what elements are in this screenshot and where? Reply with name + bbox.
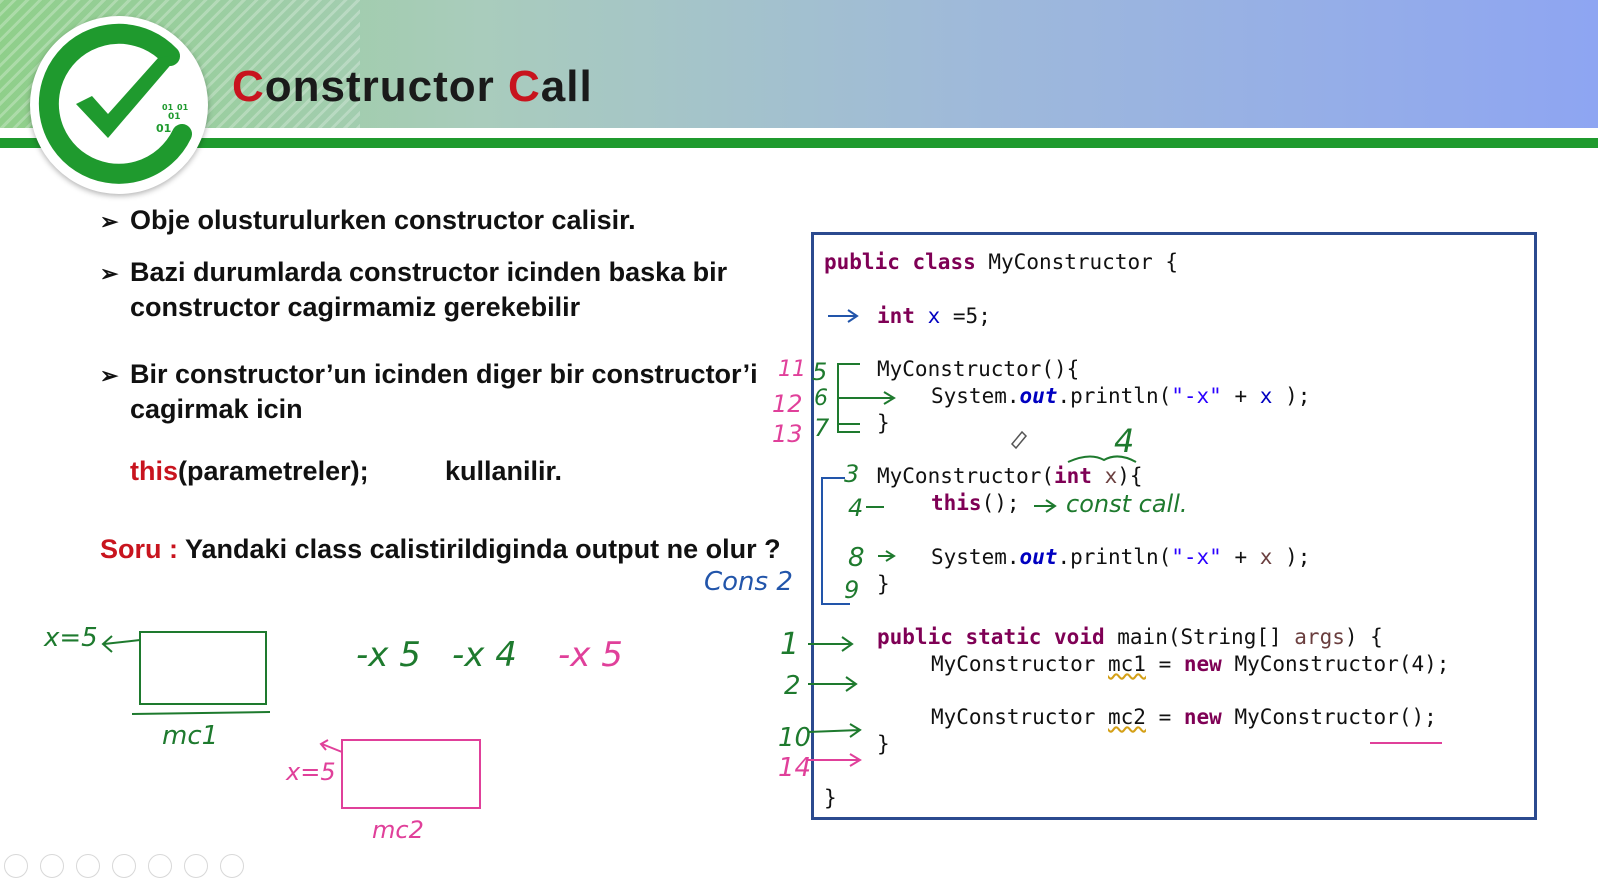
- question-text: Yandaki class calistirildiginda output n…: [185, 534, 781, 564]
- checkmark-logo-icon: 01 01 01 01: [30, 16, 208, 194]
- arrow-icon: [807, 723, 862, 738]
- bullet-text-continued: cagirmak icin: [130, 394, 303, 424]
- step-number: 5: [812, 358, 827, 386]
- code-line-9: }: [877, 572, 890, 596]
- code-line-5: }: [877, 411, 890, 435]
- annotation-cons2: Cons 2: [704, 567, 793, 597]
- svg-text:01: 01: [168, 112, 181, 122]
- code-line-12: MyConstructor mc2 = new MyConstructor();: [931, 705, 1437, 729]
- question: Soru : Yandaki class calistirildiginda o…: [100, 534, 781, 565]
- title-initial-1: C: [232, 62, 265, 111]
- header-divider-green: [0, 138, 1598, 148]
- bullet-item: ➢ Bir constructor’un icinden diger bir co…: [100, 356, 758, 424]
- bullet-text: Bir constructor’un icinden diger bir con…: [130, 359, 758, 389]
- question-label: Soru :: [100, 534, 186, 564]
- bracket-icon: [821, 477, 850, 605]
- arrow-icon: [878, 550, 896, 562]
- arrow-icon: [319, 739, 343, 753]
- step-number: 6: [814, 386, 828, 411]
- subtitles-icon[interactable]: [184, 854, 208, 878]
- annotation-mc1: mc1: [162, 721, 218, 751]
- code-line-14: }: [824, 786, 837, 810]
- code-line-1: public class MyConstructor {: [824, 250, 1179, 274]
- pen-cursor-icon: [1010, 430, 1028, 450]
- more-icon[interactable]: [220, 854, 244, 878]
- code-line-4: System.out.println("-x" + x );: [931, 384, 1311, 408]
- this-suffix: kullanilir.: [445, 456, 563, 486]
- svg-text:01: 01: [177, 103, 189, 112]
- bullet-arrow-icon: ➢: [100, 209, 119, 234]
- step-number: 8: [848, 543, 865, 573]
- arrow-icon: [808, 676, 858, 692]
- code-line-6: MyConstructor(int x){: [877, 464, 1143, 488]
- object-box-mc1: [139, 631, 267, 705]
- annotation-x5: x=5: [285, 758, 336, 786]
- code-line-3: MyConstructor(){: [877, 357, 1080, 381]
- annotation-x5: x=5: [43, 623, 98, 653]
- step-number: 12: [772, 390, 803, 418]
- brace-icon: [1067, 455, 1137, 463]
- arrow-icon: [808, 753, 862, 767]
- presentation-toolbar: [0, 850, 270, 883]
- code-block: public class MyConstructor { int x =5; M…: [814, 235, 1449, 810]
- code-line-7: this();: [931, 491, 1020, 515]
- code-line-2: int x =5;: [877, 304, 991, 328]
- svg-text:01: 01: [156, 122, 171, 135]
- arrow-icon: [828, 309, 859, 323]
- code-panel: public class MyConstructor { int x =5; M…: [811, 232, 1537, 820]
- annotation-mc2: mc2: [372, 816, 424, 844]
- step-number: 3: [844, 460, 859, 488]
- arrow-icon: [101, 635, 141, 653]
- bracket-icon: [837, 363, 896, 433]
- bullet-item: ➢ Bazi durumlarda constructor icinden bas…: [100, 254, 728, 322]
- this-args: (parametreler);: [178, 456, 369, 486]
- pen-icon[interactable]: [76, 854, 100, 878]
- play-icon[interactable]: [40, 854, 64, 878]
- step-number: 4: [848, 494, 863, 522]
- step-number: 13: [772, 420, 803, 448]
- code-line-13: }: [877, 732, 890, 756]
- title-part-2: all: [540, 62, 593, 111]
- step-number: 1: [780, 627, 799, 662]
- bullet-text-continued: constructor cagirmamiz gerekebilir: [130, 292, 581, 322]
- header-divider-white: [0, 128, 1598, 138]
- arrow-icon: [1034, 499, 1057, 513]
- code-line-8: System.out.println("-x" + x );: [931, 545, 1311, 569]
- object-box-mc2: [341, 739, 481, 809]
- step-number: 9: [844, 576, 859, 604]
- code-line-11: MyConstructor mc1 = new MyConstructor(4)…: [931, 652, 1450, 676]
- this-keyword: this: [130, 456, 179, 486]
- step-number: 2: [784, 671, 801, 701]
- code-line-10: public static void main(String[] args) {: [877, 625, 1383, 649]
- this-statement: this(parametreler); kullanilir.: [130, 456, 562, 487]
- zoom-icon[interactable]: [148, 854, 172, 878]
- arrow-icon: [808, 636, 854, 652]
- back-icon[interactable]: [4, 854, 28, 878]
- annotation-four: 4: [1114, 422, 1134, 460]
- title-part-1: onstructor: [264, 62, 509, 111]
- bullet-text: Bazi durumlarda constructor icinden bask…: [130, 257, 728, 287]
- step-number: 11: [778, 357, 806, 382]
- step-number: 14: [778, 753, 811, 783]
- output-text: -x 4: [452, 635, 517, 675]
- output-text: -x 5: [356, 635, 421, 675]
- bullet-arrow-icon: ➢: [100, 261, 119, 286]
- step-number: 10: [778, 723, 811, 753]
- annotation-const-call: const call.: [1066, 490, 1188, 518]
- slides-icon[interactable]: [112, 854, 136, 878]
- logo-digits: 01: [162, 103, 174, 112]
- output-text: -x 5: [558, 635, 623, 675]
- title-initial-2: C: [508, 62, 541, 111]
- bullet-item: ➢ Obje olusturulurken constructor calisir…: [100, 202, 636, 240]
- bullet-text: Obje olusturulurken constructor calisir.: [130, 205, 636, 235]
- step-number: 7: [814, 414, 830, 442]
- slide-title: Constructor Call: [232, 62, 593, 112]
- bullet-arrow-icon: ➢: [100, 363, 119, 388]
